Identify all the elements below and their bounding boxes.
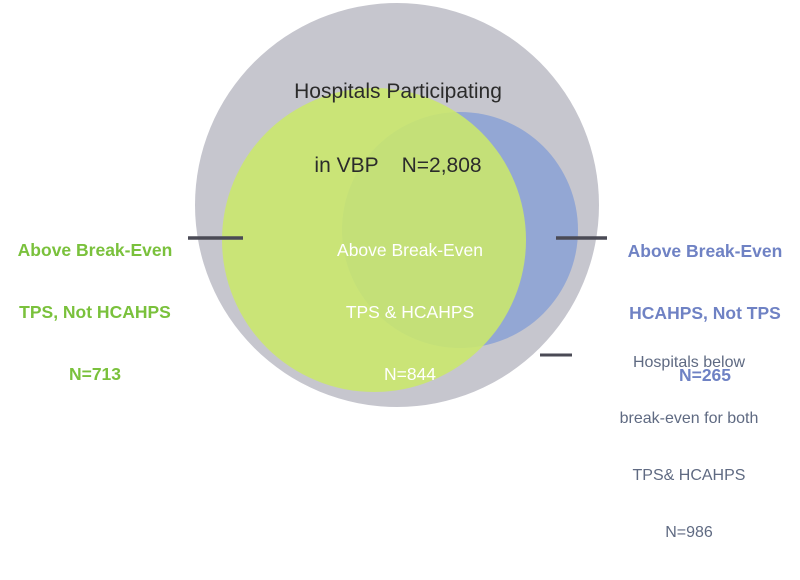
- label-both-count: N=844: [383, 364, 437, 385]
- label-tps-only-line-1: Above Break-Even: [17, 240, 173, 261]
- label-both-line-2: TPS & HCAHPS: [345, 302, 475, 323]
- label-hcahps-only-line-1: Above Break-Even: [627, 241, 783, 262]
- label-below-line-3: TPS& HCAHPS: [632, 467, 746, 484]
- label-below-line-2: break-even for both: [619, 410, 759, 428]
- label-both-line-1: Above Break-Even: [337, 240, 483, 261]
- label-tps-only-line-2: TPS, Not HCAHPS: [19, 302, 171, 323]
- diagram-title: Hospitals Participating in VBP N=2,808: [248, 30, 548, 228]
- label-hcahps-only-count: N=265: [678, 365, 732, 386]
- title-line-2: in VBP N=2,808: [314, 153, 482, 177]
- tps-circle: [222, 88, 526, 392]
- venn-diagram: Hospitals Participating in VBP N=2,808 A…: [2, 3, 798, 541]
- title-line-1: Hospitals Participating: [294, 79, 502, 103]
- label-hcahps-only: Above Break-Even HCAHPS, Not TPS N=265: [612, 200, 798, 427]
- label-below-line-1: Hospitals below: [632, 353, 746, 371]
- label-tps-and-hcahps: Above Break-Even TPS & HCAHPS N=844: [320, 199, 500, 426]
- label-below-break-even: Hospitals below break-even for both TPS&…: [580, 316, 798, 580]
- label-tps-only-count: N=713: [68, 364, 122, 385]
- label-tps-only: Above Break-Even TPS, Not HCAHPS N=713: [2, 199, 188, 426]
- label-below-count: N=986: [665, 523, 713, 541]
- label-hcahps-only-line-2: HCAHPS, Not TPS: [629, 303, 781, 324]
- venn-circles-svg: [188, 3, 607, 407]
